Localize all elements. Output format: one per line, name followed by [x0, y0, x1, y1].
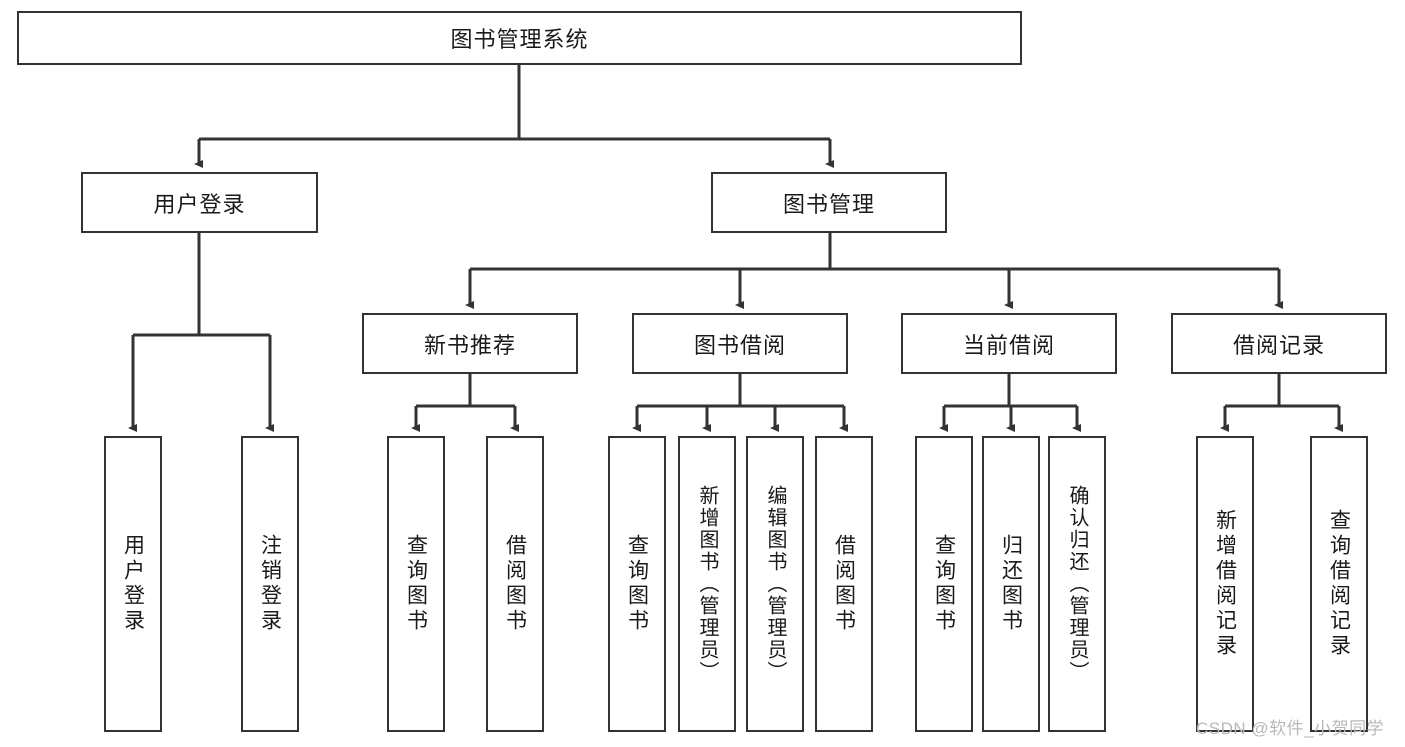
node-user-login[interactable]: 用户登录 [81, 172, 318, 233]
node-book-borrow[interactable]: 图书借阅 [632, 313, 848, 374]
leaf-record-add[interactable]: 新增借阅记录 [1196, 436, 1254, 732]
node-current-borrow[interactable]: 当前借阅 [901, 313, 1117, 374]
leaf-borrow-query-book[interactable]: 查询图书 [608, 436, 666, 732]
leaf-borrow-add-book[interactable]: 新增图书（管理员） [678, 436, 736, 732]
leaf-user-logout[interactable]: 注销登录 [241, 436, 299, 732]
csdn-watermark: CSDN @软件_小贺同学 [1196, 719, 1385, 738]
node-book-manage[interactable]: 图书管理 [711, 172, 947, 233]
leaf-user-login[interactable]: 用户登录 [104, 436, 162, 732]
leaf-current-query-book[interactable]: 查询图书 [915, 436, 973, 732]
node-new-book-rec[interactable]: 新书推荐 [362, 313, 578, 374]
leaf-borrow-lend-book[interactable]: 借阅图书 [815, 436, 873, 732]
leaf-current-return-book[interactable]: 归还图书 [982, 436, 1040, 732]
leaf-rec-borrow-book[interactable]: 借阅图书 [486, 436, 544, 732]
node-borrow-record[interactable]: 借阅记录 [1171, 313, 1387, 374]
leaf-record-search[interactable]: 查询借阅记录 [1310, 436, 1368, 732]
node-root[interactable]: 图书管理系统 [17, 11, 1022, 65]
leaf-current-confirm-return[interactable]: 确认归还（管理员） [1048, 436, 1106, 732]
leaf-borrow-edit-book[interactable]: 编辑图书（管理员） [746, 436, 804, 732]
leaf-rec-query-book[interactable]: 查询图书 [387, 436, 445, 732]
